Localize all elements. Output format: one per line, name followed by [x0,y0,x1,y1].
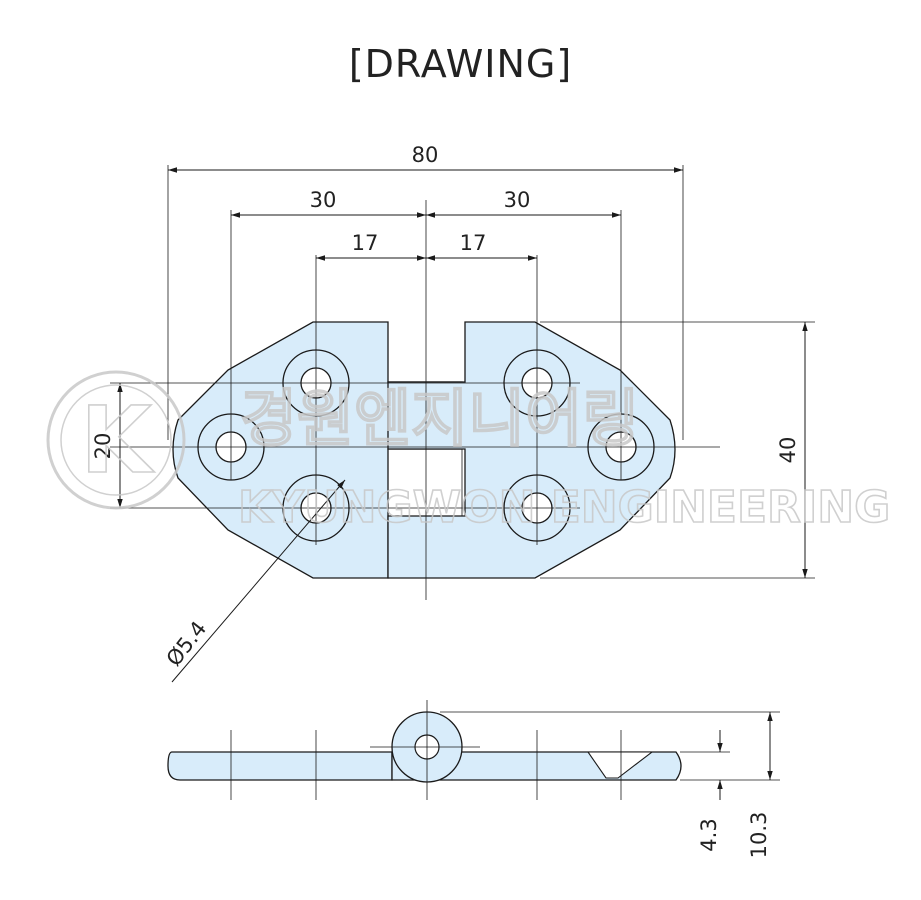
dim-overall-width: 80 [412,143,439,167]
right-leaf [387,321,676,579]
dim-plate-thickness: 4.3 [697,818,721,851]
side-plate [167,751,393,781]
dimension-lines [117,167,808,683]
watermark-logo-letter: K [80,387,155,494]
dim-hole-span-left: 30 [310,188,337,212]
dim-hole-span-right: 30 [504,188,531,212]
dim-overall-height: 40 [776,437,800,464]
watermark-logo-icon [46,370,186,510]
page-title: [DRAWING] [348,42,573,86]
watermark-english: KYUNGWON ENGINEERING [238,482,890,533]
watermark: K 경원엔지니어링 KYUNGWON ENGINEERING [46,370,891,534]
dim-hole-spacing-vertical: 20 [91,433,115,460]
dim-hole-diameter: Ø5.4 [162,617,212,671]
dim-inner-left: 17 [352,231,379,255]
center-lines [110,165,815,600]
hinge-side-view [167,700,780,800]
dim-total-height: 10.3 [747,812,771,859]
hinge-top-view [172,321,676,579]
countersink-icon [586,751,654,779]
watermark-korean: 경원엔지니어링 [240,382,639,455]
dim-inner-right: 17 [460,231,487,255]
